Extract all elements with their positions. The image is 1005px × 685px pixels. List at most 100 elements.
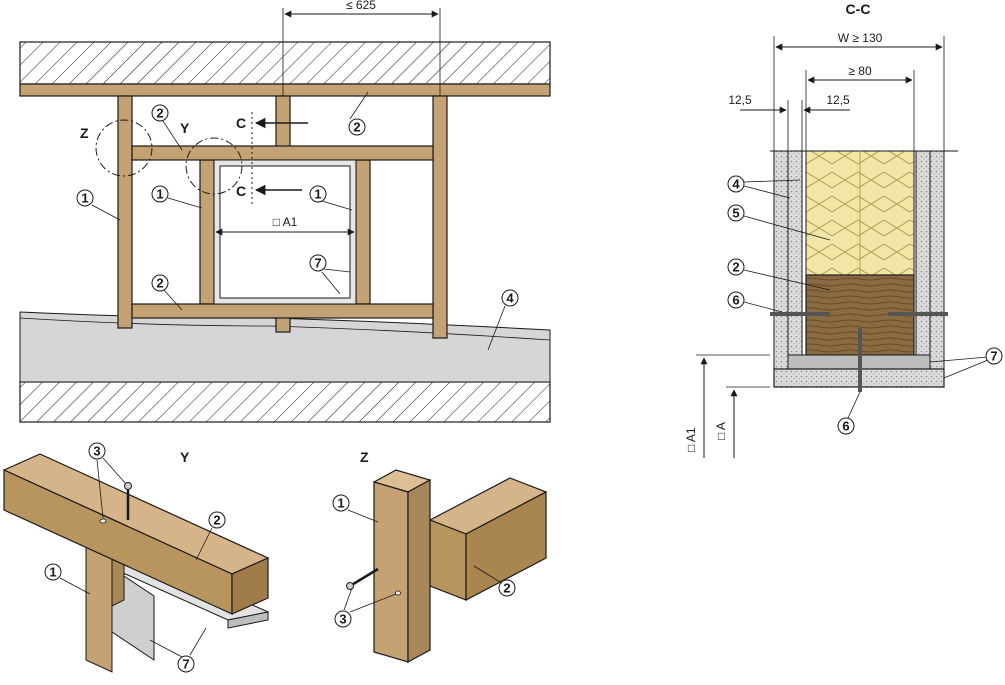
lower-rail <box>131 303 434 319</box>
marker-3-z: 3 <box>339 612 346 627</box>
insulation-dimension: ≥ 80 <box>848 64 872 78</box>
board-dimension-right: 12,5 <box>826 93 850 107</box>
marker-2-upper-ring <box>151 104 169 122</box>
detail-z-stud-side <box>407 478 431 664</box>
detail-z-nail-hole <box>395 590 401 596</box>
marker-2-section-ring <box>727 258 745 276</box>
leader-4-a <box>743 185 791 199</box>
leader-2-section <box>743 269 831 291</box>
detail-z-nail <box>349 567 379 588</box>
marker-2-y: 2 <box>213 513 220 528</box>
board-left-inner <box>787 150 803 370</box>
marker-7-elevation: 7 <box>314 256 321 271</box>
leader-5 <box>743 215 831 241</box>
marker-6-top-ring <box>727 291 745 309</box>
leader-2-y <box>195 527 213 561</box>
marker-6-bottom: 6 <box>842 419 849 434</box>
board-dimension-left: 12,5 <box>728 93 752 107</box>
leader-7-elevation <box>323 268 351 273</box>
marker-1-mid: 1 <box>156 187 163 202</box>
marker-1-mid-ring <box>151 185 169 203</box>
marker-1-z-ring <box>332 494 350 512</box>
leader-7-y-a <box>149 639 183 658</box>
marker-1-left: 1 <box>81 191 88 206</box>
leader-3-z-b <box>349 593 397 613</box>
cut-mark-bottom: C <box>236 183 246 199</box>
stud-right <box>432 95 448 339</box>
leader-2-lower <box>163 289 183 311</box>
marker-1-right-ring <box>309 185 327 203</box>
leader-3-y-b <box>102 457 127 485</box>
gypsum-board-edge <box>19 317 551 341</box>
marker-4-elevation-ring <box>501 289 519 307</box>
marker-7-y-ring <box>177 655 195 673</box>
detail-label-y-elevation: Y <box>180 120 190 136</box>
marker-6-top: 6 <box>732 293 739 308</box>
leader-1-mid <box>167 197 203 209</box>
leader-7-section-b <box>943 359 989 379</box>
opening-dimension: □ A1 <box>273 215 298 229</box>
section-title: C-C <box>846 1 871 17</box>
leader-6-bottom <box>847 391 861 419</box>
leader-2-top <box>349 91 369 120</box>
marker-7-y: 7 <box>182 657 189 672</box>
detail-y-stud-front <box>85 539 113 673</box>
ceiling-slab <box>19 41 551 85</box>
detail-z-nail-head <box>346 582 354 590</box>
marker-4-elevation: 4 <box>506 291 514 306</box>
marker-4: 4 <box>732 177 740 192</box>
detail-z: Z 1 2 3 <box>332 449 548 664</box>
marker-3-y: 3 <box>93 444 100 459</box>
angle-profile-lip <box>227 611 269 629</box>
marker-2-z-ring <box>498 579 516 597</box>
marker-7-section-ring <box>985 347 1003 365</box>
marker-2-lower-ring <box>151 274 169 292</box>
detail-y-beam-end <box>231 557 269 615</box>
top-track <box>19 83 551 97</box>
board-left-outer <box>773 150 789 370</box>
leader-4-b <box>743 179 801 183</box>
upper-rail <box>131 145 434 161</box>
detail-y-nail-hole <box>99 518 107 524</box>
marker-5: 5 <box>732 206 739 221</box>
marker-5-ring <box>727 204 745 222</box>
elevation-view: ≤ 625 □ A1 C C Z Y 2 2 1 1 1 7 <box>19 0 551 423</box>
marker-2-lower: 2 <box>156 276 163 291</box>
leader-1-z <box>347 509 379 523</box>
detail-z-stud-front <box>373 481 409 663</box>
marker-7-section: 7 <box>990 349 997 364</box>
width-dimension: W ≥ 130 <box>838 31 883 45</box>
detail-title-y: Y <box>180 449 190 465</box>
marker-3-y-ring <box>88 442 106 460</box>
board-right-inner <box>915 150 931 370</box>
stud-left <box>117 95 133 329</box>
marker-4-ring <box>727 175 745 193</box>
board-right-outer <box>929 150 945 370</box>
detail-y-nail-head <box>124 482 132 490</box>
a-label: □ A <box>714 422 728 440</box>
stud-opening-right <box>355 159 371 305</box>
marker-2-section: 2 <box>732 260 739 275</box>
marker-6-bottom-ring <box>837 417 855 435</box>
marker-2-top: 2 <box>353 120 360 135</box>
marker-7-elevation-ring <box>309 254 327 272</box>
detail-title-z: Z <box>360 449 369 465</box>
a1-label: □ A1 <box>684 427 698 452</box>
marker-2-z: 2 <box>503 581 510 596</box>
detail-y: Y 3 2 1 7 <box>2 442 270 673</box>
cut-mark-top: C <box>236 115 246 131</box>
marker-1-right: 1 <box>314 187 321 202</box>
leader-1-y <box>59 577 91 595</box>
marker-2-upper: 2 <box>156 106 163 121</box>
leader-7-elevation-b <box>321 271 341 295</box>
stud-opening-left <box>199 159 215 305</box>
detail-circle-z <box>95 119 153 177</box>
section-cc: C-C W ≥ 130 ≥ 80 <box>684 1 1003 458</box>
marker-1-left-ring <box>76 189 94 207</box>
marker-1-y: 1 <box>49 565 56 580</box>
detail-label-z-elevation: Z <box>80 125 89 141</box>
marker-1-y-ring <box>44 563 62 581</box>
leader-4-elevation <box>487 305 506 351</box>
